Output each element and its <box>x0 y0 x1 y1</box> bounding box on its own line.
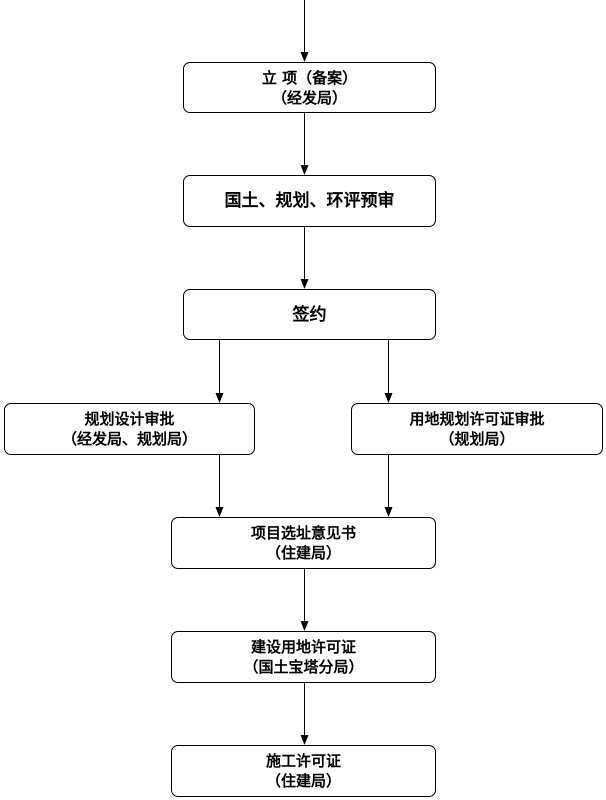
node-site-selection-opinion: 项目选址意见书 （住建局） <box>171 517 436 569</box>
arrowhead <box>300 279 309 289</box>
node-pre-review: 国土、规划、环评预审 <box>183 175 436 227</box>
node-agency: （住建局） <box>265 772 341 790</box>
node-construction-permit: 施工许可证 （住建局） <box>171 745 436 797</box>
arrowhead <box>300 735 309 745</box>
arrowhead <box>384 393 393 403</box>
node-planning-design-approval: 规划设计审批 （经发局、规划局） <box>4 403 255 455</box>
node-contract-signing: 签约 <box>183 289 436 340</box>
node-agency: （国土宝塔分局） <box>243 658 364 676</box>
node-title: 建设用地许可证 <box>250 638 356 656</box>
node-title: 规划设计审批 <box>84 410 175 428</box>
node-title: 签约 <box>292 304 327 325</box>
node-agency: （经发局、规划局） <box>61 430 197 448</box>
node-project-filing: 立 项（备案） （经发局） <box>183 62 436 113</box>
arrowhead <box>215 393 224 403</box>
node-agency: （经发局） <box>271 88 347 107</box>
arrowhead <box>300 165 309 175</box>
node-agency: （住建局） <box>265 544 341 562</box>
node-title: 项目选址意见书 <box>250 524 356 542</box>
node-title: 国土、规划、环评预审 <box>224 191 395 211</box>
arrowhead <box>300 621 309 631</box>
arrowhead <box>215 507 224 517</box>
arrowhead <box>384 507 393 517</box>
node-title: 立 项（备案） <box>261 68 358 87</box>
node-agency: （规划局） <box>439 430 515 448</box>
node-title: 用地规划许可证审批 <box>409 410 545 428</box>
node-land-planning-permit-approval: 用地规划许可证审批 （规划局） <box>351 403 603 455</box>
node-construction-land-permit: 建设用地许可证 （国土宝塔分局） <box>171 631 436 683</box>
arrowhead <box>300 52 309 62</box>
node-title: 施工许可证 <box>265 752 341 770</box>
